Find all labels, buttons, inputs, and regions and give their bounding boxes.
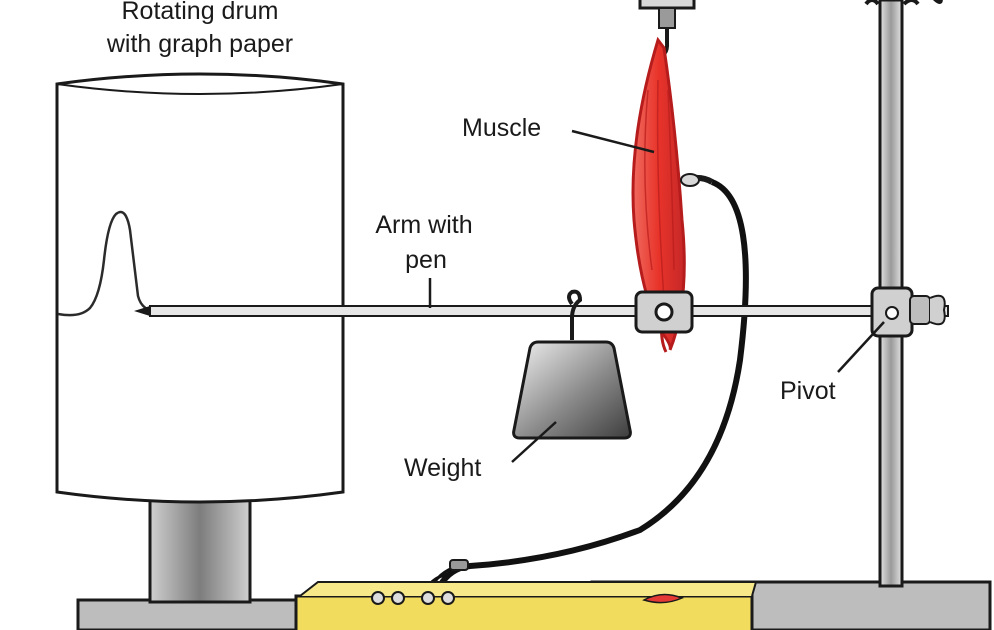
weight-leader-line xyxy=(511,421,557,463)
text-labels: Rotating drum with graph paper Muscle Ar… xyxy=(106,0,836,482)
drum-label-line1: Rotating drum xyxy=(121,0,278,25)
muscle-label: Muscle xyxy=(462,114,541,142)
weight xyxy=(512,340,632,440)
top-hanger xyxy=(638,0,696,57)
terminal-knob xyxy=(441,591,455,605)
weight-label: Weight xyxy=(404,454,481,482)
arm-label-line1: Arm with xyxy=(375,211,472,239)
pole-top-hook xyxy=(864,0,943,6)
drum-base-plate xyxy=(76,598,312,630)
pen-arm xyxy=(134,305,949,317)
muscle xyxy=(631,36,686,353)
leader-lines xyxy=(428,129,885,463)
drum-label-line2: with graph paper xyxy=(106,30,293,58)
muscle-clamp xyxy=(634,290,694,334)
muscle-leader-line xyxy=(571,129,655,154)
stimulator-terminals xyxy=(371,591,455,605)
pivot-clamp xyxy=(870,286,946,338)
terminal-knob xyxy=(371,591,385,605)
drum-pedestal xyxy=(148,495,252,604)
weight-hook xyxy=(567,289,583,340)
rotating-drum xyxy=(55,72,345,504)
terminal-knob xyxy=(391,591,405,605)
pen-tip xyxy=(134,306,150,316)
drum-top-edge xyxy=(56,83,344,95)
indicator-light xyxy=(642,593,684,604)
recorded-trace xyxy=(57,210,161,317)
stimulator-box xyxy=(294,581,758,630)
terminal-knob xyxy=(421,591,435,605)
arm-label-line2: pen xyxy=(405,246,447,274)
electrode-cable xyxy=(422,173,749,595)
pivot-leader-line xyxy=(837,321,885,373)
pivot-label: Pivot xyxy=(780,377,836,405)
